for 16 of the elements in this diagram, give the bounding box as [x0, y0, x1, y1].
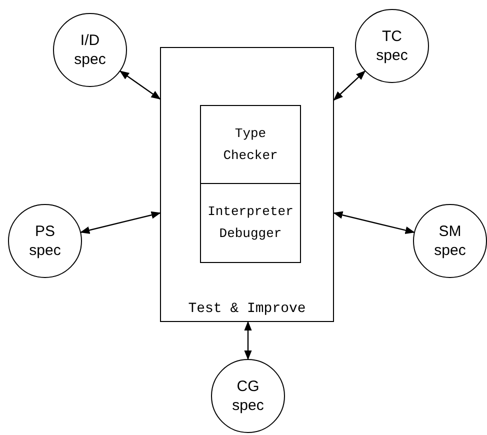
double-arrow [333, 211, 415, 234]
circle-label: PS spec [28, 222, 62, 260]
container-box [160, 47, 334, 322]
container-label: Test & Improve [187, 300, 307, 319]
double-arrow [80, 211, 161, 234]
circle-label: CG spec [231, 377, 265, 415]
component-label: Interpreter Debugger [206, 203, 294, 243]
double-arrow [244, 321, 252, 360]
double-arrow [333, 70, 366, 101]
circle-label: SM spec [433, 222, 467, 260]
circle-label: TC spec [375, 27, 409, 65]
circle-label: I/D spec [73, 31, 107, 69]
component-box [200, 105, 301, 184]
component-label: Type Checker [222, 124, 279, 164]
double-arrow [120, 70, 161, 100]
component-box [200, 183, 301, 263]
